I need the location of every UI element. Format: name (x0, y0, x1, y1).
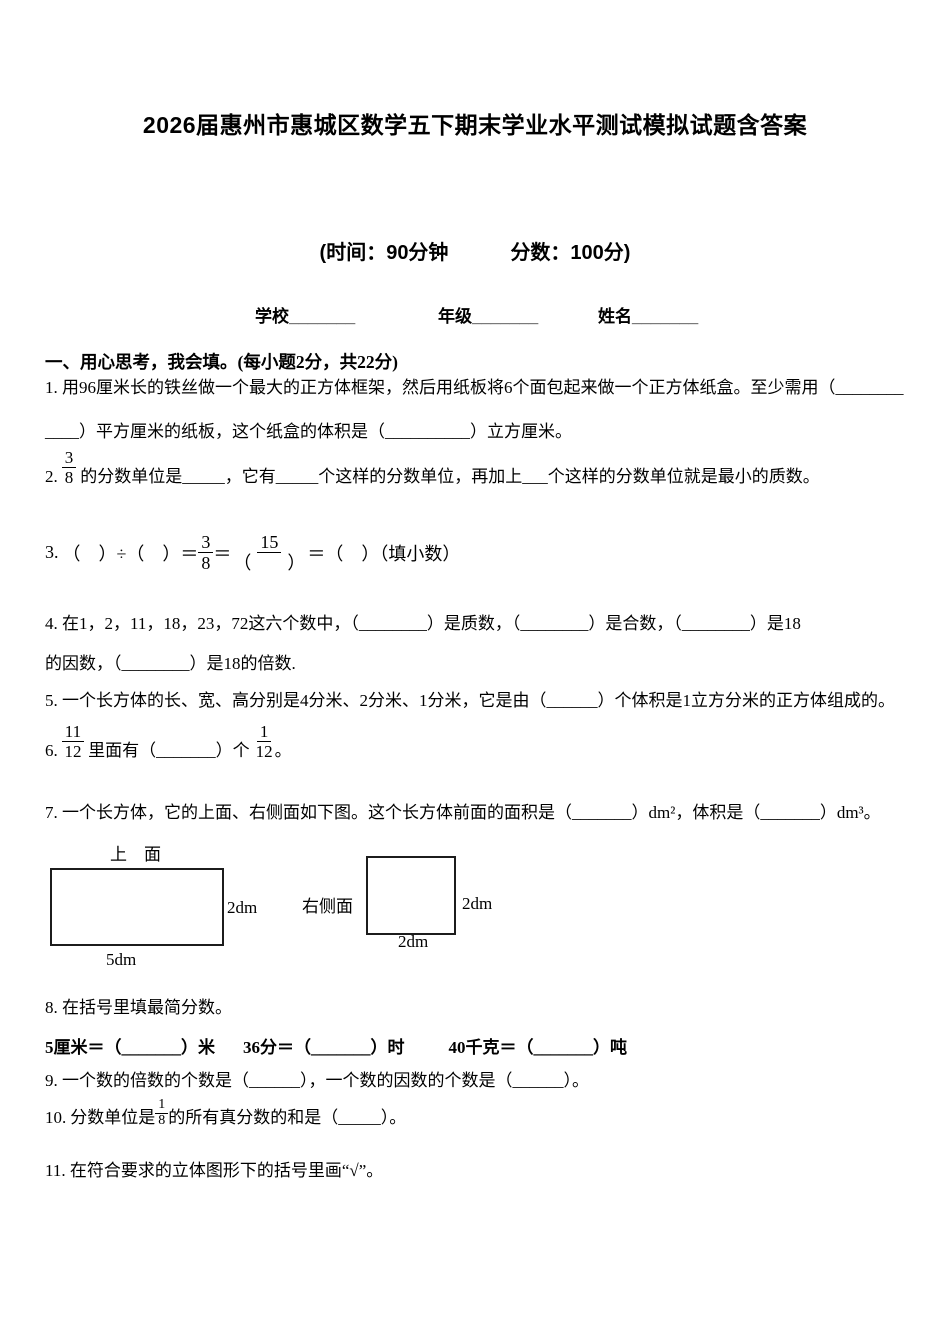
fraction-denominator: 12 (255, 742, 273, 762)
question-6-number: 6. (45, 741, 58, 761)
question-1-line1: 1. 用96厘米长的铁丝做一个最大的正方体框架，然后用纸板将6个面包起来做一个正… (45, 378, 904, 397)
fraction-denominator: 12 (64, 742, 82, 762)
fraction-denominator: 8 (158, 1112, 166, 1128)
field-grade: 年级_______ (438, 307, 539, 326)
question-2-fraction: 3 8 (61, 448, 77, 488)
top-face-height-label: 2dm (227, 898, 258, 917)
field-school: 学校_______ (255, 307, 356, 326)
fraction-denominator: （ ） (233, 553, 306, 574)
top-face-width-label: 5dm (106, 950, 137, 969)
question-3: 3. （ ）÷（ ）＝ 3 8 ＝ 15 （ ） ＝（ ）（填小数） (45, 532, 460, 573)
fraction-numerator: 1 (155, 1097, 169, 1114)
fraction-numerator: 15 (257, 532, 282, 554)
right-face-width-label: 2dm (398, 932, 429, 951)
meta-time: (时间：90分钟 (319, 242, 449, 264)
section1-heading: 一、用心思考，我会填。(每小题2分，共22分) (45, 352, 398, 372)
question-4-line2: 的因数，（________）是18的倍数. (45, 654, 296, 673)
question-9: 9. 一个数的倍数的个数是（______），一个数的因数的个数是（______）… (45, 1071, 589, 1090)
question-1-line2: ____）平方厘米的纸板，这个纸盒的体积是（__________）立方厘米。 (45, 422, 572, 441)
question-2-number: 2. (45, 467, 58, 487)
field-name: 姓名_______ (598, 307, 699, 326)
question-2: 2. 3 8 的分数单位是_____，它有_____个这样的分数单位，再加上__… (45, 448, 820, 487)
question-6: 6. 11 12 里面有（_______）个 1 12 。 (45, 722, 292, 761)
question-3-fraction-2: 15 （ ） (231, 532, 307, 573)
question-7: 7. 一个长方体，它的上面、右侧面如下图。这个长方体前面的面积是（_______… (45, 803, 881, 822)
right-face-height-label: 2dm (462, 894, 493, 913)
question-3-number: 3. (45, 542, 59, 563)
question-10-prefix: 分数单位是 (70, 1108, 156, 1128)
question-3-prefix: （ ）÷（ ）＝ (62, 543, 199, 564)
question-6-fraction-1: 11 12 (61, 722, 85, 762)
right-side-face-label: 右侧面 (302, 897, 353, 916)
question-8-unit-kg: 40千克＝（_______）吨 (448, 1038, 628, 1057)
question-6-text: 里面有（_______）个 (88, 741, 250, 761)
question-10-number: 10. (45, 1108, 67, 1128)
fraction-numerator: 3 (198, 532, 214, 554)
meta-line: (时间：90分钟 分数：100分) (0, 236, 950, 265)
question-6-fraction-2: 1 12 (254, 722, 275, 761)
fraction-numerator: 1 (256, 722, 272, 743)
fraction-denominator: 8 (64, 468, 74, 488)
question-11: 11. 在符合要求的立体图形下的括号里画“√”。 (45, 1161, 384, 1180)
question-3-fraction-1: 3 8 (198, 532, 214, 574)
question-10-suffix: 的所有真分数的和是（_____）。 (168, 1108, 407, 1128)
question-8-heading: 8. 在括号里填最简分数。 (45, 998, 232, 1017)
question-10: 10. 分数单位是 1 8 的所有真分数的和是（_____）。 (45, 1097, 407, 1128)
fraction-numerator: 11 (61, 722, 85, 743)
question-5: 5. 一个长方体的长、宽、高分别是4分米、2分米、1分米，它是由（______）… (45, 691, 895, 710)
right-face-rectangle (366, 856, 456, 935)
question-3-equals: ＝ (213, 543, 232, 564)
question-4-line1: 4. 在1，2，11，18，23，72这六个数中，（________）是质数，（… (45, 614, 801, 633)
top-face-rectangle (50, 868, 224, 946)
fraction-denominator: 8 (201, 553, 211, 574)
question-6-period: 。 (274, 741, 292, 761)
fraction-numerator: 3 (61, 448, 77, 469)
page-title: 2026届惠州市惠城区数学五下期末学业水平测试模拟试题含答案 (142, 112, 808, 138)
question-3-suffix: ＝（ ）（填小数） (307, 543, 461, 564)
question-2-text: 的分数单位是_____，它有_____个这样的分数单位，再加上___个这样的分数… (80, 467, 820, 487)
question-8-unit-min: 36分＝（_______）时 (243, 1038, 405, 1057)
question-8-unit-cm: 5厘米＝（_______）米 (45, 1038, 215, 1057)
question-8-units-line: 5厘米＝（_______）米 36分＝（_______）时 40千克＝（____… (45, 1033, 627, 1058)
meta-score: 分数：100分) (510, 242, 631, 264)
top-face-label: 上 面 (110, 845, 161, 864)
question-10-fraction: 1 8 (155, 1097, 169, 1128)
